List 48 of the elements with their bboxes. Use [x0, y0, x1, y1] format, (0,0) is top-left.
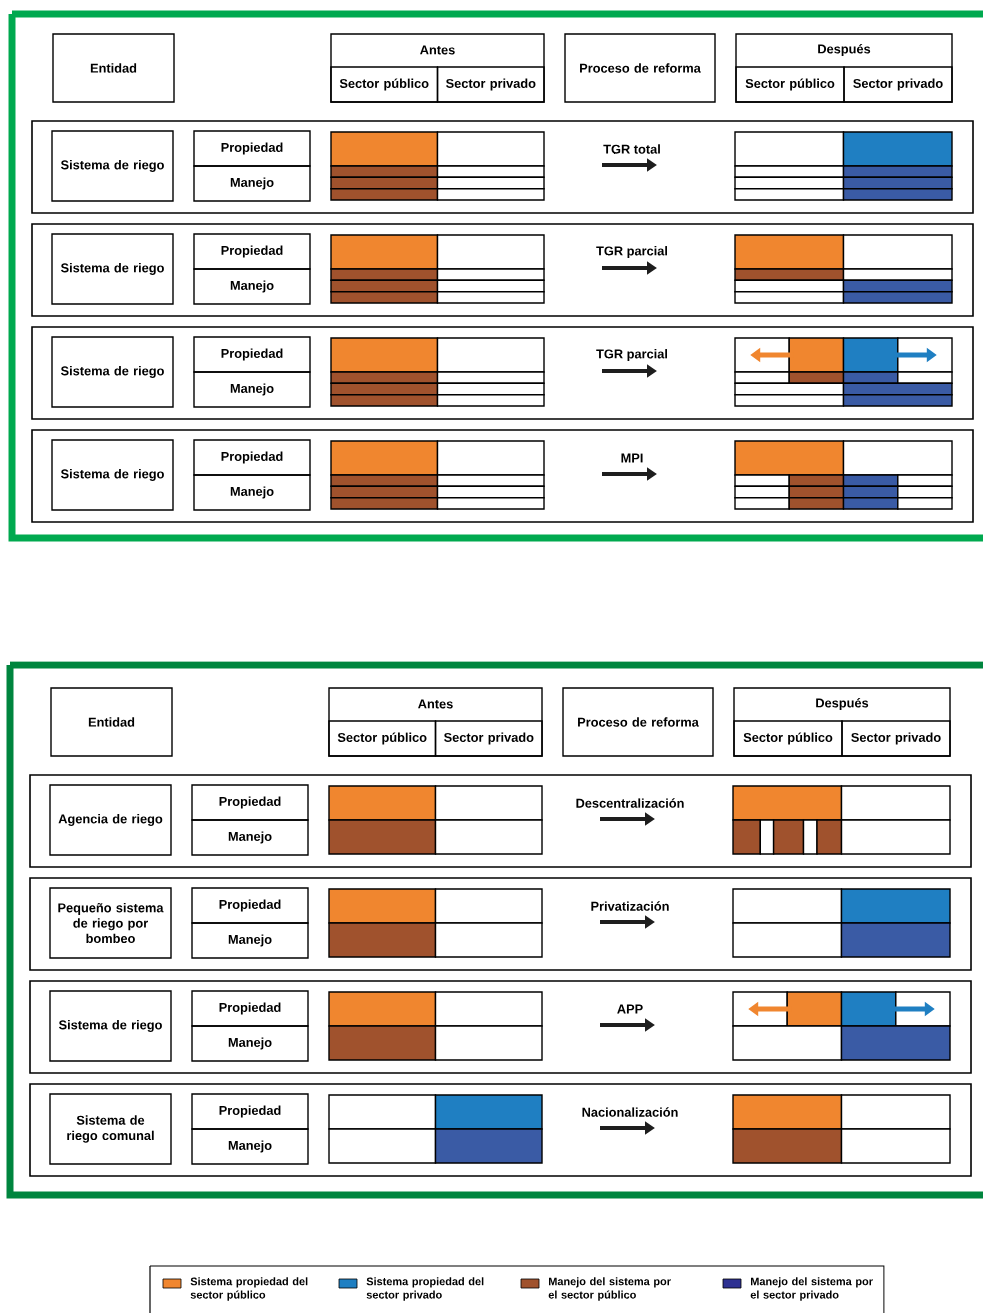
table-cell: Sector público	[328, 720, 437, 757]
table-cell: Propiedad	[191, 784, 309, 821]
entity-box: Sistema de riego	[49, 990, 172, 1062]
process-label: Privatización	[591, 901, 669, 911]
table-cell: Sector público	[733, 720, 843, 757]
entity-box: Pequeño sistema de riego por bombeo	[49, 887, 172, 959]
process-label: TGR total	[603, 144, 660, 154]
table-cell: Propiedad	[191, 1093, 309, 1130]
legend-text: Sistema propiedad del sector público	[190, 1277, 308, 1301]
entity-box: Sistema de riego	[51, 439, 174, 511]
process-label: Nacionalización	[582, 1107, 678, 1117]
entity-box: Agencia de riego	[49, 784, 172, 856]
legend-text: Manejo del sistema por el sector privado	[750, 1277, 873, 1301]
header-box: Entidad	[50, 687, 173, 757]
table-cell: Propiedad	[191, 887, 309, 924]
header-box: Proceso de reforma	[564, 33, 716, 103]
table-cell: Propiedad	[191, 990, 309, 1027]
table-cell: Propiedad	[193, 336, 311, 373]
table-cell: Propiedad	[193, 439, 311, 476]
entity-box: Sistema de riego	[51, 336, 174, 408]
entity-box: Sistema de riego	[51, 233, 174, 305]
table-cell: Sector público	[330, 66, 439, 103]
table-cell: Manejo	[193, 474, 311, 511]
table-cell: Sector privado	[434, 720, 543, 757]
table-cell: Manejo	[193, 165, 311, 202]
process-label: MPI	[621, 453, 643, 463]
entity-box: Sistema de riego	[51, 130, 174, 202]
table-cell: Sector público	[735, 66, 845, 103]
header-box: Proceso de reforma	[562, 687, 714, 757]
entity-box: Sistema de riego comunal	[49, 1093, 172, 1165]
process-label: APP	[617, 1004, 643, 1014]
process-label: TGR parcial	[596, 349, 667, 361]
table-cell: Manejo	[193, 268, 311, 305]
process-label: TGR parcial	[596, 246, 667, 258]
table-cell: Propiedad	[193, 130, 311, 167]
table-cell: Sector privado	[841, 720, 951, 757]
table-cell: Sector privado	[843, 66, 953, 103]
table-cell: Manejo	[191, 1128, 309, 1165]
table-cell: Manejo	[191, 819, 309, 856]
table-cell: Sector privado	[436, 66, 545, 103]
table-cell: Manejo	[191, 1025, 309, 1062]
legend-text: Sistema propiedad del sector privado	[366, 1277, 484, 1301]
process-label: Descentralización	[576, 798, 684, 808]
legend-text: Manejo del sistema por el sector público	[548, 1277, 671, 1301]
table-cell: Manejo	[191, 922, 309, 959]
table-cell: Propiedad	[193, 233, 311, 270]
table-cell: Manejo	[193, 371, 311, 408]
header-box: Entidad	[52, 33, 175, 103]
